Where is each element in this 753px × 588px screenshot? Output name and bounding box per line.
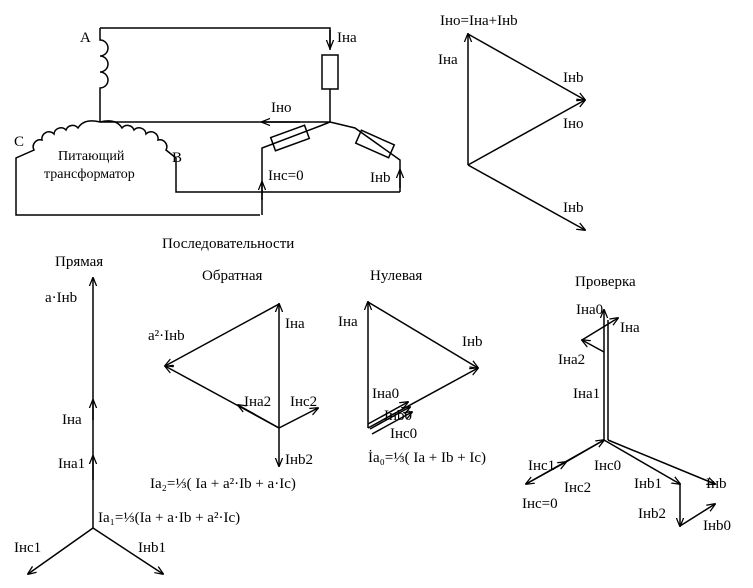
check-inc2-label: Iнс2 [564,480,591,496]
vec-check-inc0 [565,440,604,463]
zero-inc0-label: Iнс0 [390,426,417,442]
vec-reverse-a2-inb [165,303,280,366]
zero-formula: İa₀=⅓( Ia + Ib + Ic) [368,450,486,466]
direct-formula: Ia₁=⅓(Ia + a·Ib + a²·Ic) [98,510,240,526]
reverse-inb2-label: Iнb2 [285,452,313,468]
check-ina-label: Iна [620,320,640,336]
zero-sequence: Нулевая Iна Iнb Iна0 Iнb0 Iнс0 İa₀=⅓( Ia… [338,268,486,466]
reverse-formula: Ia₂=⅓( Ia + a²·Ib + a·Ic) [150,476,296,492]
zero-ina-label: Iна [338,314,358,330]
vec-zero-inc0 [371,412,412,435]
vec-check-inb0 [679,504,715,527]
top-ino-label: Iно [563,116,584,132]
wire-a-top [100,27,331,50]
circuit-ino-label: Iно [271,100,292,116]
vec-top-inb-upper [467,33,585,100]
vec-zero-side [367,368,478,429]
check-ina0-label: Iна0 [576,302,603,318]
direct-inc1-label: Iнс1 [14,540,41,556]
reverse-a2-inb-label: a²·Iнb [148,328,185,344]
vec-direct-inb1 [92,527,163,574]
top-inb-upper-label: Iнb [563,70,584,86]
direct-ina-label: Iна [62,412,82,428]
top-inb-lower-label: Iнb [563,200,584,216]
vec-check-inb [607,439,715,484]
check-ina2-label: Iна2 [558,352,585,368]
reverse-inc2-label: Iнс2 [290,394,317,410]
direct-ina1-label: Iна1 [58,456,85,472]
resistor-a [321,54,339,90]
vec-check-inc2 [525,462,566,485]
direct-title: Прямая [55,254,103,270]
coil-a [99,28,109,122]
check-inb-label: Iнb [706,476,727,492]
zero-ina0-label: Iна0 [372,386,399,402]
resistor-b [354,129,396,159]
check-title: Проверка [575,274,636,290]
direct-sequence: Прямая a·Iнb Iна Iна1 Iнс1 Iнb1 Ia₁=⅓(Ia… [14,254,240,574]
node-c-label: C [14,134,24,150]
vec-check-ina2 [582,340,605,353]
zero-inb0-label: Iнb0 [384,408,412,424]
check-inc1-label: Iнс1 [528,458,555,474]
check-inb2-label: Iнb2 [638,506,666,522]
vec-zero-inb0 [369,407,410,430]
direct-a-inb-label: a·Iнb [45,290,77,306]
circuit-schematic: A C B Питающий трансформатор Iна Iно Iнс… [14,27,400,216]
top-vector-diagram: Iно=Iна+Iнb Iна Iнb Iно Iнb [438,13,585,230]
sequences-title: Последовательности [162,236,294,252]
check-inb1-label: Iнb1 [634,476,662,492]
direct-inb1-label: Iнb1 [138,540,166,556]
check-ina1-label: Iна1 [573,386,600,402]
vec-reverse-inc2 [278,408,318,429]
circuit-inc-label: Iнс=0 [268,168,304,184]
reverse-ina2-label: Iна2 [244,394,271,410]
vec-top-ino [467,100,585,166]
zero-title: Нулевая [370,268,422,284]
vec-zero-ina0 [367,402,408,425]
resistor-c [269,124,311,152]
transformer-label-2: трансформатор [44,167,135,182]
check-inc0-label: Iнс0 [594,458,621,474]
coil-c [15,120,260,216]
vec-zero-inb [367,301,478,368]
vec-direct-inc1 [28,527,94,574]
vec-reverse-ina2 [238,405,280,429]
zero-inb-label: Iнb [462,334,483,350]
reverse-sequence: Обратная a²·Iнb Iна Iна2 Iнс2 Iнb2 Ia₂=⅓… [148,268,318,492]
node-a-label: A [80,30,91,46]
coil-b [99,120,400,193]
vec-top-inb-lower [467,164,585,230]
reverse-title: Обратная [202,268,262,284]
circuit-ina-label: Iна [337,30,357,46]
top-formula: Iно=Iна+Iнb [440,13,518,29]
node-b-label: B [172,150,182,166]
vec-check-inb1 [603,439,680,484]
vec-check-ina0 [581,318,618,341]
check-inb0-label: Iнb0 [703,518,731,534]
circuit-inb-label: Iнb [370,170,391,186]
check-inc-label: Iнс=0 [522,496,558,512]
reverse-ina-label: Iна [285,316,305,332]
top-ina-label: Iна [438,52,458,68]
check-diagram: Проверка Iна0 Iна Iна2 Iна1 Iнс1 Iнс0 Iн… [522,274,731,534]
transformer-label-1: Питающий [58,149,125,164]
